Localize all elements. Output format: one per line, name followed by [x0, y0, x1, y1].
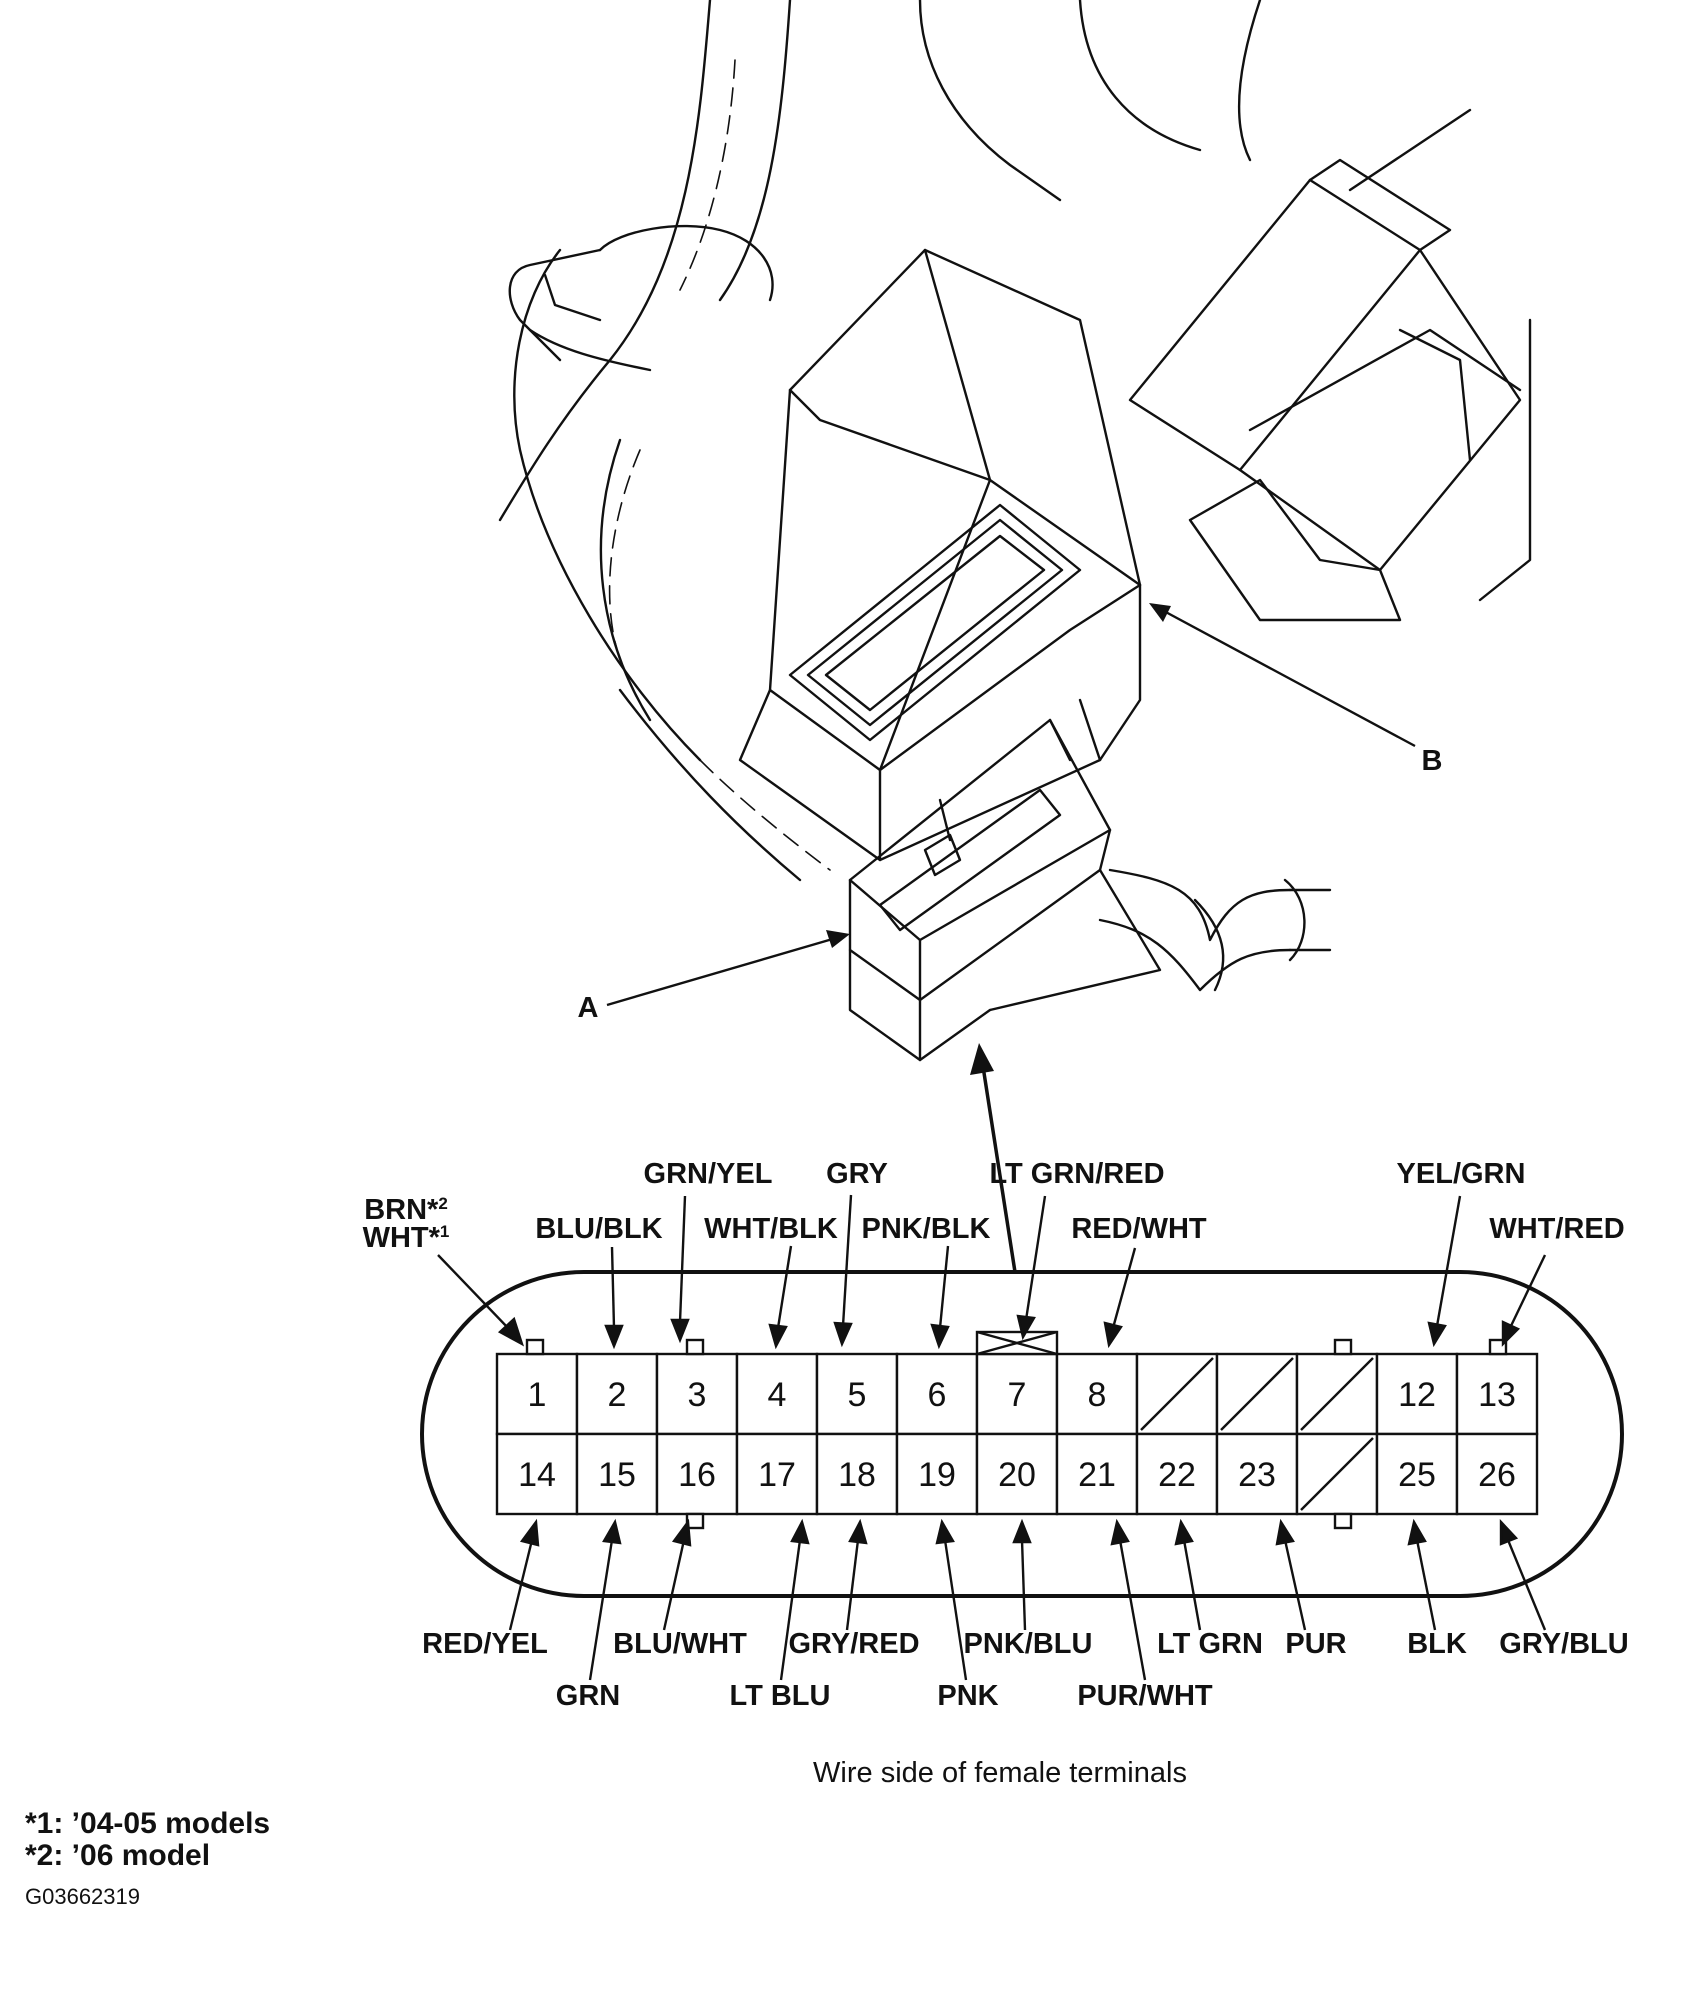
harness-illustration	[498, 0, 1532, 1062]
caption: Wire side of female terminals	[813, 1757, 1187, 1789]
wire-p15: GRN	[556, 1680, 620, 1712]
svg-text:WHT*1: WHT*1	[363, 1222, 450, 1254]
pin-18: 18	[838, 1456, 876, 1494]
pin-14: 14	[518, 1456, 556, 1494]
wire-p18: GRY/RED	[788, 1628, 919, 1660]
callout-b-label: B	[1422, 745, 1443, 777]
pin-17: 17	[758, 1456, 796, 1494]
pin-16: 16	[678, 1456, 716, 1494]
pin-15: 15	[598, 1456, 636, 1494]
pin-6: 6	[928, 1376, 947, 1414]
pin-2: 2	[608, 1376, 627, 1414]
pin-1: 1	[528, 1376, 547, 1414]
wire-p6: PNK/BLK	[862, 1213, 991, 1245]
wire-labels-top: BRN*2 WHT*1 BLU/BLK GRN/YEL WHT/BLK GRY …	[363, 1158, 1625, 1254]
figure-code: G03662319	[25, 1884, 140, 1909]
pin-8: 8	[1088, 1376, 1107, 1414]
pin-12: 12	[1398, 1376, 1436, 1414]
pin-13: 13	[1478, 1376, 1516, 1414]
pin-7: 7	[1008, 1376, 1027, 1414]
pin-numbers-top: 1 2 3 4 5 6 7 8 12 13	[528, 1376, 1516, 1414]
wire-p25: BLK	[1407, 1628, 1467, 1660]
wire-p13: WHT/RED	[1489, 1213, 1624, 1245]
callout-a-label: A	[578, 992, 599, 1024]
pin-19: 19	[918, 1456, 956, 1494]
wire-p2: BLU/BLK	[535, 1213, 662, 1245]
pin-22: 22	[1158, 1456, 1196, 1494]
pin-25: 25	[1398, 1456, 1436, 1494]
pin-numbers-bottom: 14 15 16 17 18 19 20 21 22 23 25 26	[518, 1456, 1516, 1494]
svg-text:BRN*2: BRN*2	[364, 1194, 448, 1226]
wire-p14: RED/YEL	[422, 1628, 548, 1660]
connector-face: 1 2 3 4 5 6 7 8 12 13 14 15 16 17 18 19 …	[420, 1270, 1624, 1598]
pin-5: 5	[848, 1376, 867, 1414]
wire-p21: PUR/WHT	[1077, 1680, 1213, 1712]
footnote-1: *1: ’04-05 models	[25, 1807, 271, 1840]
pin-21: 21	[1078, 1456, 1116, 1494]
callout-b: B	[1149, 603, 1442, 777]
wire-p23: PUR	[1285, 1628, 1346, 1660]
pin-26: 26	[1478, 1456, 1516, 1494]
mating-arrow	[970, 1043, 1017, 1273]
wire-p7: LT GRN/RED	[989, 1158, 1164, 1190]
wire-p16: BLU/WHT	[613, 1628, 747, 1660]
pin-3: 3	[688, 1376, 707, 1414]
wire-p22: LT GRN	[1157, 1628, 1263, 1660]
wire-p4: WHT/BLK	[704, 1213, 838, 1245]
wire-p19: PNK	[937, 1680, 998, 1712]
wire-p12: YEL/GRN	[1397, 1158, 1526, 1190]
locking-tabs	[525, 1338, 1508, 1530]
wire-p1-line1: BRN*	[364, 1194, 439, 1226]
wire-p20: PNK/BLU	[964, 1628, 1093, 1660]
callout-a: A	[578, 930, 850, 1024]
pin-20: 20	[998, 1456, 1036, 1494]
leader-lines-bottom	[508, 1518, 1547, 1681]
wire-p3: GRN/YEL	[644, 1158, 773, 1190]
unused-cavities	[1140, 1357, 1374, 1511]
key-marker	[975, 1330, 1059, 1356]
pin-23: 23	[1238, 1456, 1276, 1494]
wire-p26: GRY/BLU	[1499, 1628, 1628, 1660]
pin-4: 4	[768, 1376, 787, 1414]
footnote-2: *2: ’06 model	[25, 1839, 211, 1872]
wire-p8: RED/WHT	[1071, 1213, 1207, 1245]
wire-p1-line2: WHT*	[363, 1222, 441, 1254]
leader-lines-top	[437, 1194, 1547, 1350]
wire-p17: LT BLU	[730, 1680, 831, 1712]
wire-labels-bottom: RED/YEL GRN BLU/WHT LT BLU GRY/RED PNK P…	[422, 1628, 1629, 1712]
wire-p5: GRY	[826, 1158, 888, 1190]
